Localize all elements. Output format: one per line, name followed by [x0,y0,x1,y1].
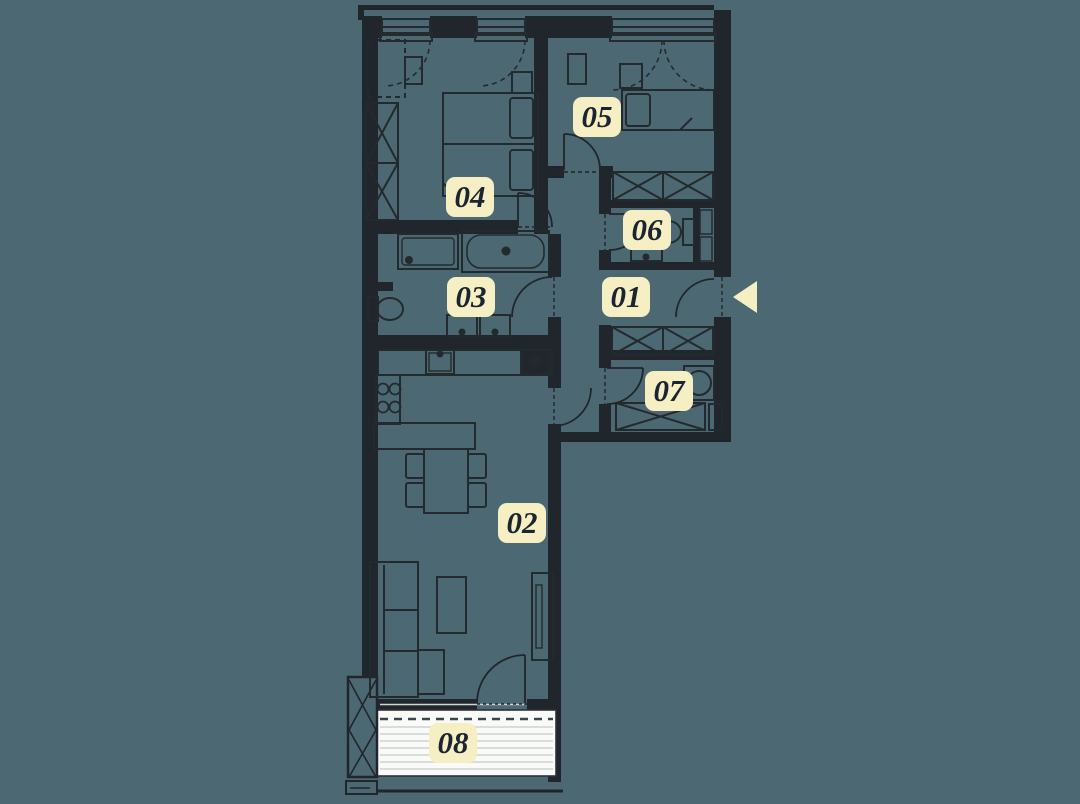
nightstand-icon [619,63,643,89]
window-room04-left [379,18,433,87]
facade-line [358,5,714,10]
column-foot [345,780,378,795]
wardrobe-icon [365,162,399,221]
room-number: 02 [507,505,538,540]
room-number: 04 [455,179,486,214]
door-entrance [675,277,723,318]
entrance-arrow-icon [733,281,757,313]
room-number: 03 [456,279,487,314]
door-bathroom [511,276,555,318]
room-number: 01 [611,279,642,314]
room-05-furniture [567,53,715,131]
room-label-06: 06 [623,210,671,250]
dresser-icon [567,53,587,85]
boiler-glyph: ✳ [528,353,542,373]
chair-icon [405,453,425,479]
room-label-04: 04 [446,177,494,217]
window-swing-arc [663,39,715,91]
toilet-tank-icon [682,218,695,246]
room-label-08: 08 [429,723,477,763]
hall-wardrobes [611,171,714,356]
room-number: 08 [438,725,470,760]
room-label-03: 03 [447,277,495,317]
window-swing-arc [611,39,663,91]
kitchen-counter [377,349,553,376]
room-label-05: 05 [573,97,621,137]
cooktop-icon [376,382,402,414]
chair-icon [467,453,487,479]
room-label-01: 01 [602,277,650,317]
sofa-icon [369,561,445,698]
shaft-icon [699,209,713,235]
door-living-room [552,387,592,427]
dining-table-icon [423,448,469,514]
single-bed-icon [621,89,715,131]
toilet-icon [376,297,404,321]
boiler-icon [520,349,550,375]
door-room07 [604,367,644,405]
window-swing-arc [383,39,431,87]
shelf-icon [708,403,723,431]
chair-icon [405,482,425,508]
tv-bench-icon [531,572,554,661]
room-label-07: 07 [645,371,693,411]
room-02-furniture: ✳ [369,349,554,698]
room-04-furniture [365,39,539,221]
dresser-icon [404,56,423,85]
bathtub-icon [461,230,550,273]
room-number: 06 [632,212,664,247]
windows [379,18,717,91]
room-label-02: 02 [498,503,546,543]
door-room04 [517,192,553,228]
coffee-table-icon [436,576,467,634]
furniture: ✳ [365,39,723,698]
hatched-column [345,675,379,795]
door-room05 [563,133,601,173]
shaft-icon [699,236,713,262]
door-balcony [476,654,527,705]
walls [358,5,731,782]
sink-icon [479,314,511,338]
kitchen-sink-icon [425,349,455,375]
room-number: 05 [582,99,613,134]
window-room05 [609,18,717,91]
room-number: 07 [654,373,687,408]
room-labels: 01 02 03 04 05 06 07 08 [429,97,693,763]
shower-icon [397,233,459,270]
chair-icon [467,482,487,508]
